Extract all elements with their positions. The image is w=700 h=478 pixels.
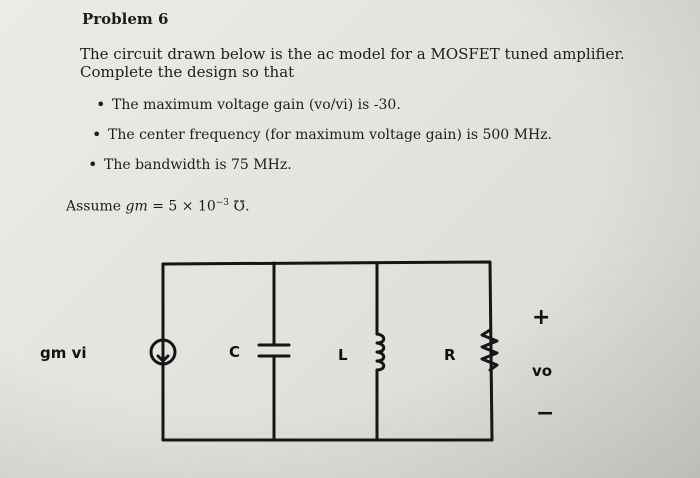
gm-symbol: gm [125,198,148,215]
problem-intro: The circuit drawn below is the ac model … [80,45,625,81]
requirement-bandwidth: The bandwidth is 75 MHz. [88,156,648,186]
gm-value: = 5 × 10 [152,198,216,215]
wire-top [161,260,494,442]
gm-unit: ℧. [233,198,250,215]
source-label: gm vi [40,344,87,362]
resistor-label: R [444,346,456,364]
gm-exponent: −3 [215,198,230,208]
inductor-coil [375,332,386,372]
assume-prefix: Assume [66,198,122,215]
assumption-line: Assume gm = 5 × 10−3 ℧. [66,198,250,215]
inductor-label: L [338,346,348,364]
current-source-arrow-head [156,354,170,363]
output-label: vo [532,362,552,380]
requirement-center-frequency: The center frequency (for maximum voltag… [92,126,652,156]
wire-left [161,262,494,442]
output-plus: + [532,305,550,330]
problem-title: Problem 6 [82,10,169,28]
capacitor-label: C [229,343,240,361]
output-minus: − [536,401,554,426]
current-source-circle [149,338,177,366]
requirement-gain: The maximum voltage gain (vo/vi) is -30. [96,96,656,126]
resistor-zigzag [480,328,499,372]
requirements-list: The maximum voltage gain (vo/vi) is -30.… [88,96,656,186]
